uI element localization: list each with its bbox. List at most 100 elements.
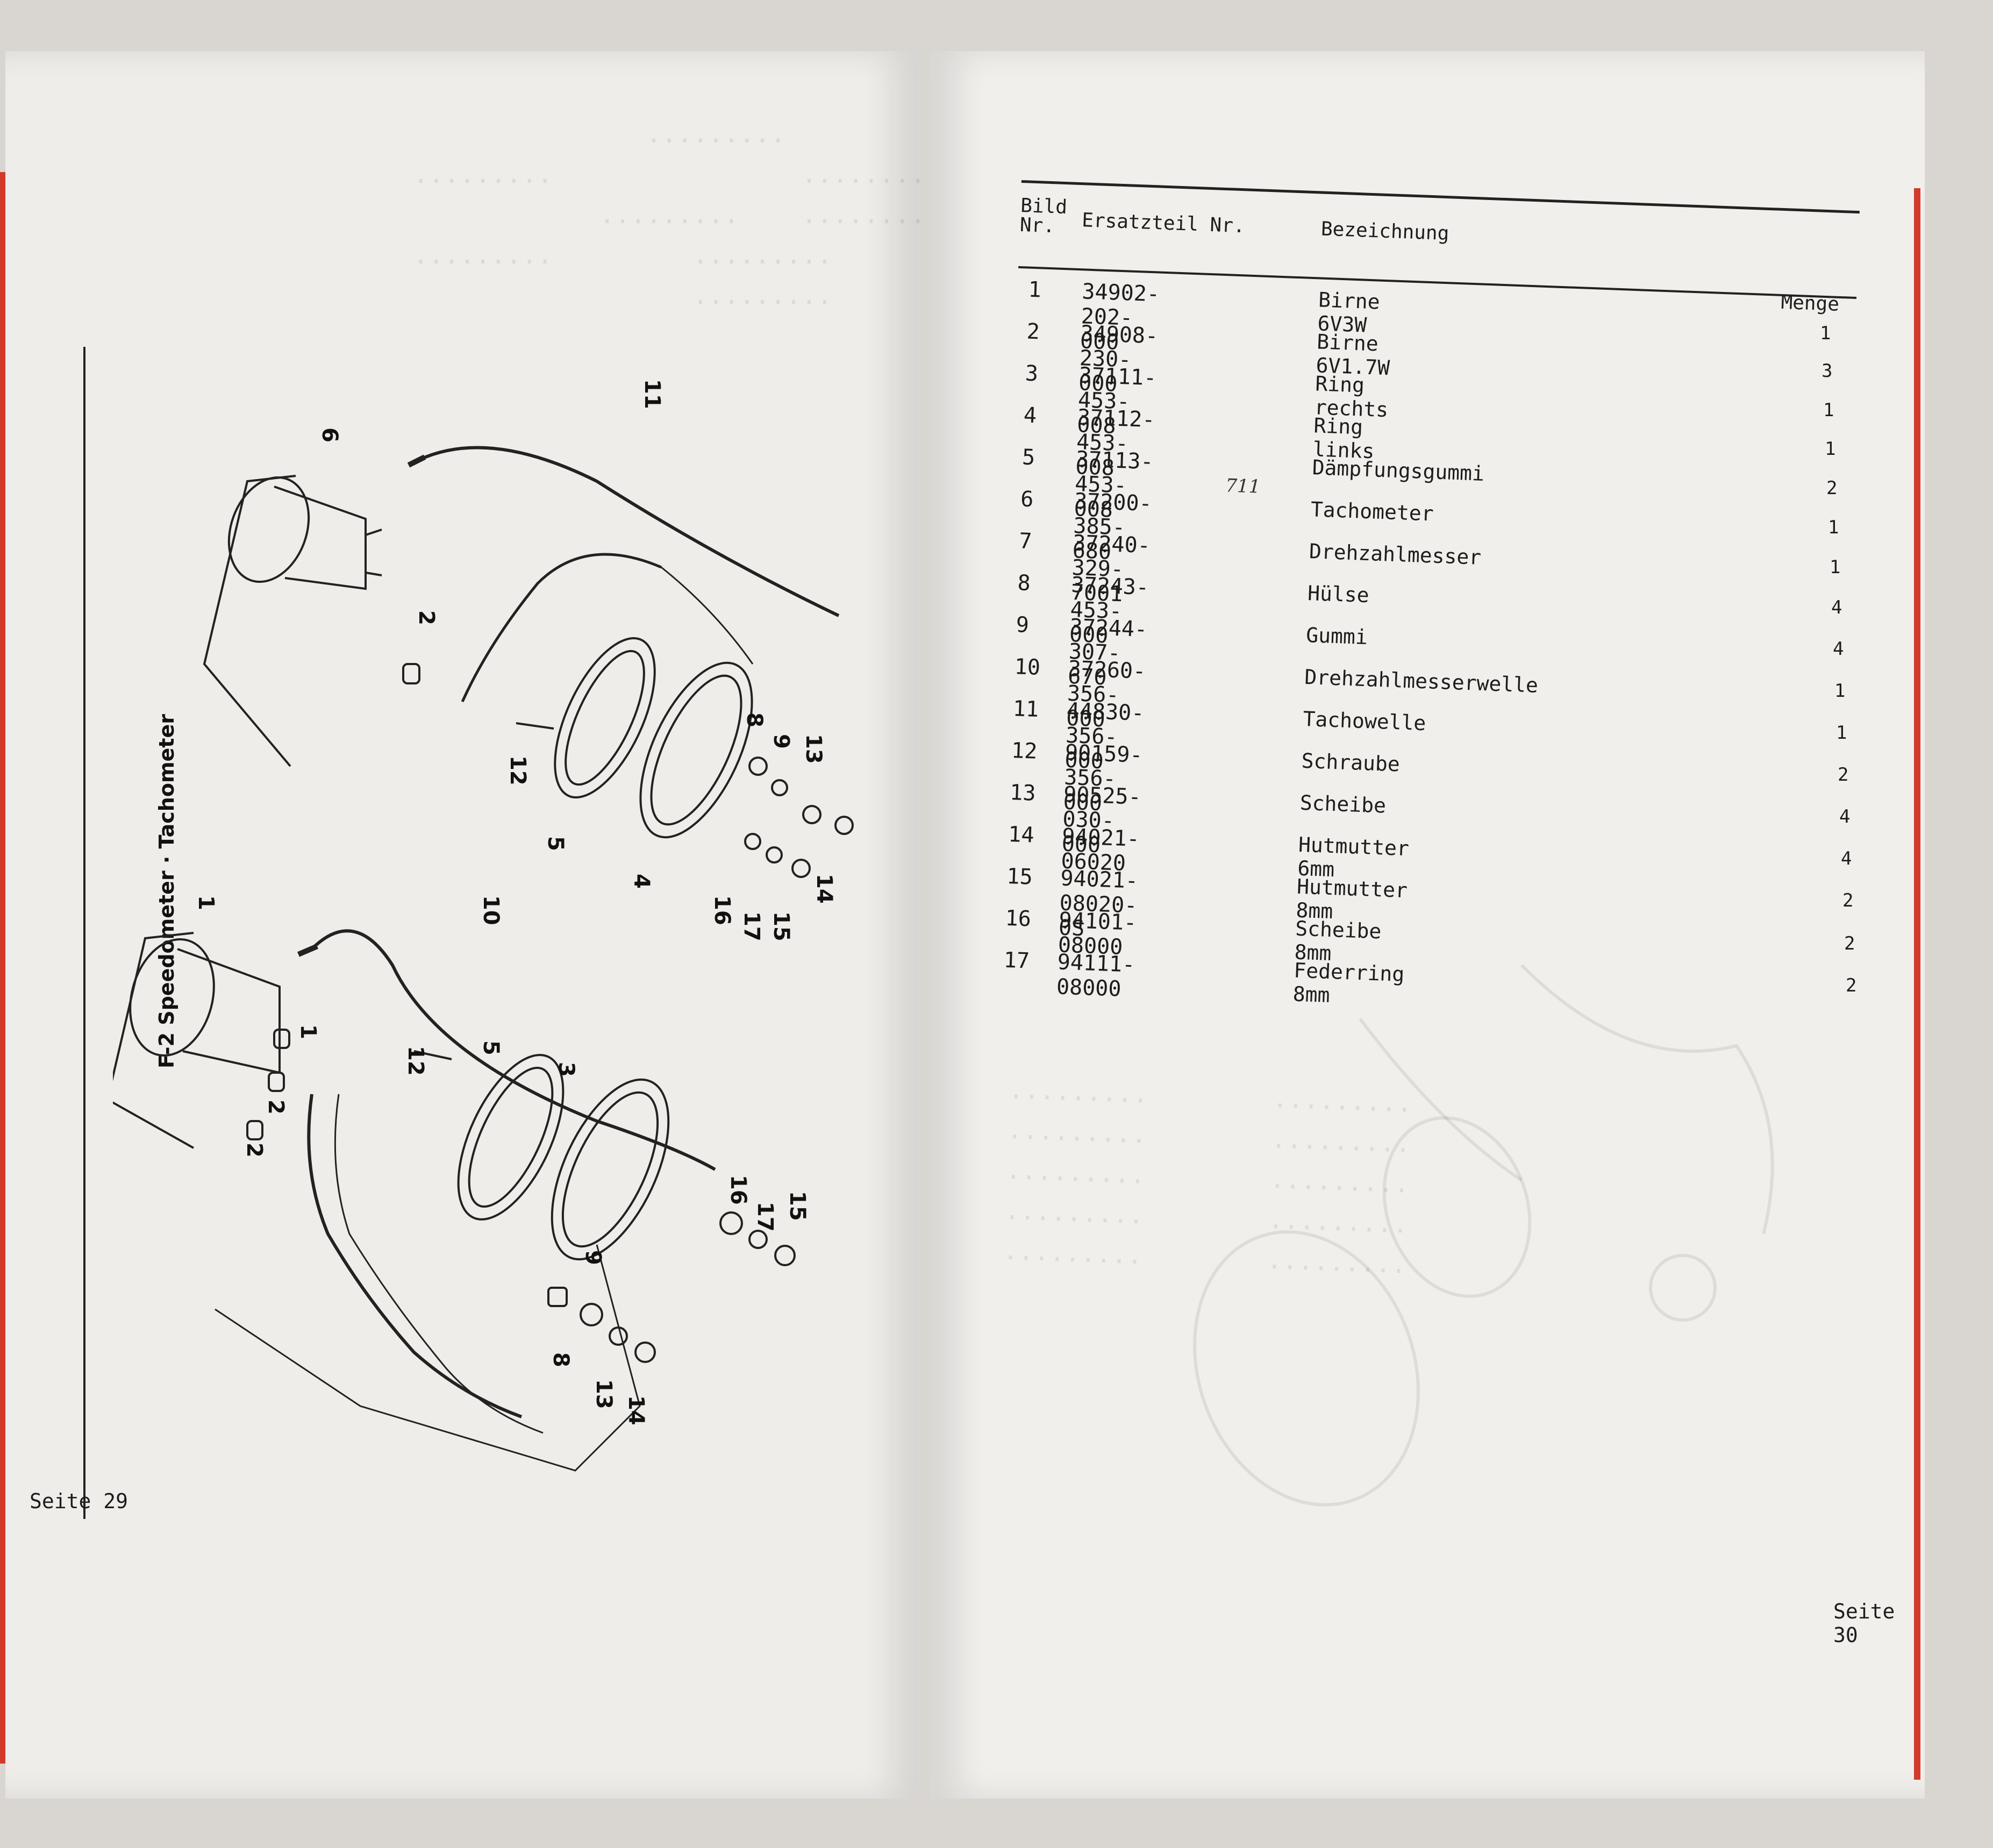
- bild-nr: 5: [1021, 445, 1036, 470]
- right-page: ········· ········· ········· ········· …: [930, 51, 1925, 1799]
- menge-value: 2: [1846, 975, 1857, 996]
- bezeichnung: Drehzahlmesser: [1309, 539, 1482, 569]
- left-page-rule: [83, 347, 85, 1519]
- callout-2c: 2: [242, 1143, 267, 1158]
- red-page-edge-right: [1914, 188, 1920, 1780]
- page-number-right: Seite 30: [1833, 1600, 1895, 1647]
- bild-nr: 4: [1023, 403, 1037, 429]
- bild-nr: 8: [1017, 570, 1031, 596]
- bild-nr: 14: [1008, 822, 1035, 848]
- table-row: 16 94101-08000 Scheibe 8mm: [994, 905, 1382, 965]
- callout-15b: 15: [785, 1191, 810, 1221]
- bild-nr: 2: [1026, 319, 1040, 345]
- callout-2b: 2: [263, 1100, 288, 1115]
- table-row: 11 44830-356-000 Tachowelle: [1001, 696, 1426, 774]
- table-row: 3 37111-453-008 Ring rechts: [1013, 361, 1389, 439]
- callout-9: 9: [769, 734, 794, 749]
- lower-group-bracket: [113, 932, 194, 1149]
- callout-12b: 12: [403, 1046, 428, 1076]
- upper-group-bracket: [203, 475, 296, 767]
- callout-8: 8: [742, 712, 767, 727]
- menge-value: 4: [1833, 638, 1844, 660]
- callout-14b: 14: [624, 1395, 648, 1425]
- menge-value: 1: [1834, 680, 1846, 702]
- left-page: ········· ········· ········· ········· …: [5, 51, 919, 1799]
- callout-13: 13: [801, 734, 826, 764]
- ring-part: [554, 637, 656, 798]
- bild-nr: 3: [1024, 361, 1039, 387]
- red-page-edge-left: [0, 172, 6, 1764]
- bild-nr: 16: [1004, 905, 1032, 932]
- menge-value: 1: [1830, 556, 1841, 578]
- menge-value: 2: [1826, 477, 1838, 499]
- table-row: 1 34902-202-000 Birne 6V3W: [1016, 277, 1381, 355]
- bild-nr: 17: [1003, 947, 1030, 974]
- table-row: 15 94021-08020-0S Hutmutter 8mm: [995, 864, 1408, 941]
- bezeichnung: Schraube: [1301, 748, 1401, 776]
- bezeichnung: Federring 8mm: [1292, 958, 1405, 1008]
- callout-10: 10: [478, 895, 503, 925]
- upper-wiring: [461, 553, 662, 703]
- menge-value: 2: [1838, 764, 1849, 786]
- bild-nr: 7: [1018, 529, 1033, 554]
- table-row: 6 37200-385-680 Tachometer 711: [1009, 475, 1434, 564]
- table-row: 4 37112-453-008 Ring links: [1012, 403, 1375, 480]
- table-row: 17 94111-08000 Federring 8mm: [992, 947, 1405, 1007]
- menge-value: 2: [1844, 933, 1855, 954]
- callout-16b: 16: [726, 1175, 751, 1205]
- bild-nr: 13: [1009, 780, 1037, 806]
- bezeichnung: Hülse: [1307, 581, 1370, 608]
- table-row: 8 37243-453-000 Hülse: [1005, 570, 1370, 648]
- table-row: 13 90525-030-000 Scheibe: [998, 780, 1386, 858]
- ring-rechts-part: [551, 1078, 670, 1261]
- header-bild-nr: Bild Nr.: [1019, 194, 1068, 238]
- bezeichnung: Scheibe: [1299, 790, 1387, 818]
- callout-1: 1: [194, 895, 218, 910]
- menge-value: 1: [1828, 517, 1839, 538]
- callout-15: 15: [769, 911, 794, 941]
- bezeichnung: Dämpfungsgummi: [1311, 455, 1485, 486]
- callout-17: 17: [739, 911, 764, 941]
- exploded-parts-diagram: 6 11 2 12 5 8 9 13 4 16 17 15 14 1 10 1 …: [113, 379, 854, 1472]
- bild-nr: 10: [1013, 654, 1041, 680]
- table-row: 10 37260-356-000 Drehzahlmesserwelle: [1003, 654, 1539, 732]
- callout-11: 11: [640, 379, 665, 409]
- header-bezeichnung: Bezeichnung: [1320, 218, 1450, 245]
- table-row: 12 90159-356-000 Schraube: [999, 738, 1400, 816]
- callout-16: 16: [710, 895, 734, 925]
- ersatzteil-nr: 94111-08000: [1056, 950, 1135, 1002]
- bulb-part: [402, 663, 420, 684]
- callout-14: 14: [812, 874, 837, 904]
- page-number-left: Seite 29: [30, 1489, 128, 1513]
- bleed-through-text-right: ········· ········· ········· ········· …: [1002, 1081, 1413, 1287]
- menge-value: 1: [1820, 323, 1831, 344]
- callout-1b: 1: [296, 1024, 320, 1039]
- bild-nr: 9: [1015, 612, 1030, 638]
- callout-9b: 9: [581, 1250, 605, 1265]
- menge-value: 4: [1831, 597, 1842, 618]
- callout-3: 3: [554, 1062, 578, 1077]
- bleed-through-text: ········· ········· ········· ········· …: [412, 126, 919, 317]
- drehzahlmesserwelle-cable: [310, 929, 716, 1171]
- table-row: 7 37240-329-7001 Drehzahlmesser: [1007, 529, 1482, 607]
- lower-wiring: [307, 1094, 523, 1418]
- ring-links-part: [639, 661, 753, 839]
- callout-17b: 17: [753, 1202, 777, 1232]
- menge-value: 3: [1821, 360, 1833, 382]
- bezeichnung: Drehzahlmesserwelle: [1304, 665, 1539, 697]
- table-row: 5 37113-453-008 Dämpfungsgummi: [1010, 445, 1484, 522]
- bild-nr: 12: [1011, 738, 1038, 764]
- table-top-rule: [1021, 180, 1860, 214]
- parts-table: Bild Nr. Ersatzteil Nr. Bezeichnung Meng…: [1003, 180, 1860, 1007]
- menge-value: 1: [1823, 399, 1834, 421]
- bezeichnung: Tachowelle: [1302, 707, 1427, 736]
- menge-value: 4: [1841, 848, 1852, 869]
- menge-value: 1: [1836, 722, 1847, 744]
- tachowelle-cable: [418, 446, 840, 617]
- handwritten-correction: 711: [1225, 475, 1261, 498]
- callout-4: 4: [629, 874, 654, 889]
- menge-value: 1: [1825, 438, 1836, 460]
- callout-8b: 8: [548, 1352, 573, 1367]
- bild-nr: 6: [1020, 487, 1034, 512]
- table-row: 2 34908-230-000 Birne 6V1.7W: [1015, 319, 1390, 397]
